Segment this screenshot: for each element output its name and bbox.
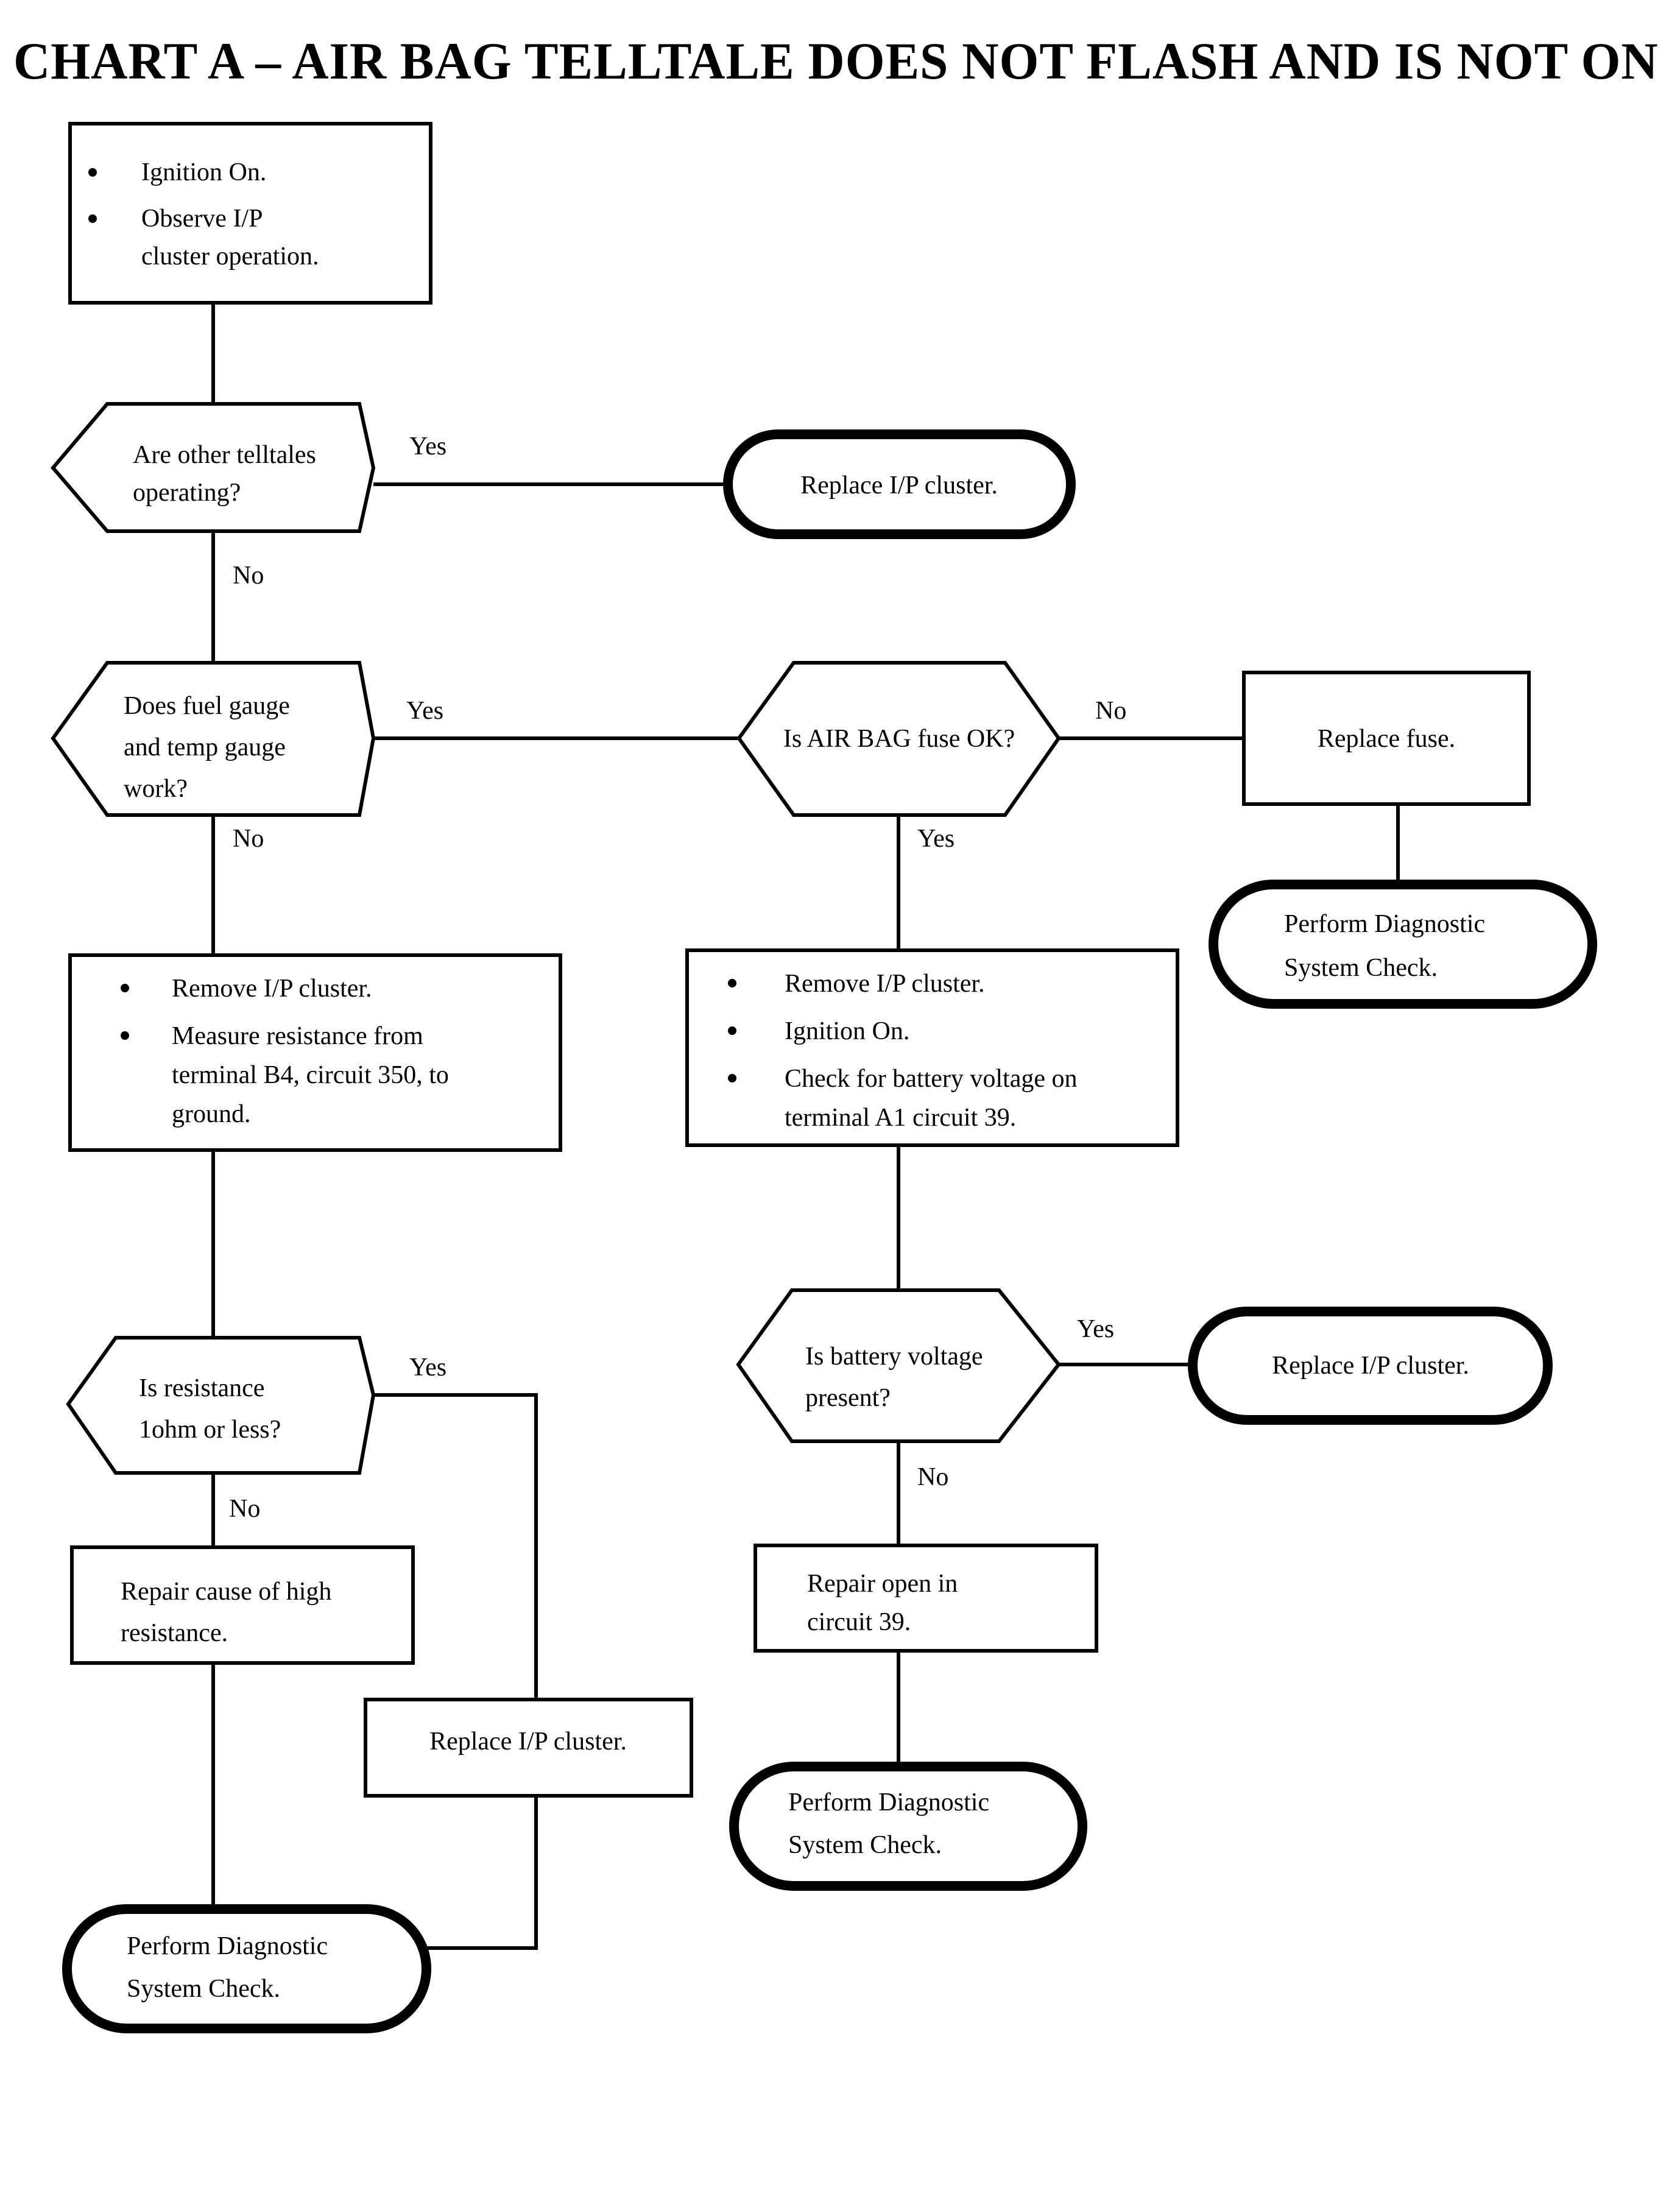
node-is-resistance-1ohm-or-less[interactable]: Is resistance 1ohm or less? <box>66 1336 376 1475</box>
bullet-icon <box>728 1026 736 1035</box>
node-line: ground. <box>172 1100 251 1128</box>
process-box <box>1242 671 1531 806</box>
node-line: System Check. <box>1284 954 1438 982</box>
node-line: Ignition On. <box>141 158 266 186</box>
node-line: Repair open in <box>807 1570 958 1598</box>
edge-label-no-5: No <box>917 1463 948 1491</box>
node-line: Replace I/P cluster. <box>800 471 998 500</box>
node-are-other-telltales-operating[interactable]: Are other telltales operating? <box>51 402 376 533</box>
node-line: and temp gauge <box>124 733 286 761</box>
decision-hexagon <box>51 661 376 817</box>
node-perform-diagnostic-system-check-2[interactable]: Perform Diagnostic System Check. <box>729 1762 1087 1891</box>
edge-label-yes-1: Yes <box>409 432 446 461</box>
bullet-icon <box>121 1031 129 1040</box>
bullet-icon <box>88 214 97 223</box>
node-line: Perform Diagnostic <box>788 1788 989 1816</box>
node-line: Is AIR BAG fuse OK? <box>783 725 1015 753</box>
decision-hexagon <box>51 402 376 533</box>
edge-label-no-1: No <box>233 562 264 590</box>
node-is-battery-voltage-present[interactable]: Is battery voltage present? <box>736 1288 1061 1443</box>
node-is-air-bag-fuse-ok[interactable]: Is AIR BAG fuse OK? <box>736 661 1061 817</box>
bullet-icon <box>728 979 736 987</box>
process-box <box>68 122 432 305</box>
edge-label-yes-4: Yes <box>409 1354 446 1382</box>
edge-label-no-4: No <box>229 1495 260 1523</box>
bullet-icon <box>88 168 97 177</box>
node-replace-ip-cluster-3[interactable]: Replace I/P cluster. <box>364 1698 693 1798</box>
node-line: Replace fuse. <box>1318 725 1455 753</box>
node-replace-ip-cluster-1[interactable]: Replace I/P cluster. <box>723 429 1076 539</box>
decision-hexagon <box>736 661 1061 817</box>
node-line: terminal A1 circuit 39. <box>785 1104 1016 1132</box>
terminator-shape <box>1188 1307 1553 1425</box>
node-repair-open-circuit-39[interactable]: Repair open in circuit 39. <box>754 1544 1098 1653</box>
edge-label-yes-3: Yes <box>917 825 955 853</box>
node-line: Ignition On. <box>785 1017 909 1045</box>
node-line: 1ohm or less? <box>139 1416 281 1444</box>
node-line: Is battery voltage <box>805 1343 983 1371</box>
node-line: System Check. <box>788 1831 942 1859</box>
node-perform-diagnostic-system-check-1[interactable]: Perform Diagnostic System Check. <box>1209 880 1597 1009</box>
terminator-shape <box>62 1904 431 2033</box>
page-title: CHART A – AIR BAG TELLTALE DOES NOT FLAS… <box>13 32 1659 90</box>
terminator-shape <box>1209 880 1597 1009</box>
process-box <box>68 953 562 1152</box>
node-line: Measure resistance from <box>172 1022 423 1050</box>
edge-label-no-3: No <box>1095 697 1126 725</box>
connector-layer <box>211 303 1400 1950</box>
node-line: Replace I/P cluster. <box>1272 1352 1469 1380</box>
node-replace-fuse[interactable]: Replace fuse. <box>1242 671 1531 806</box>
node-line: circuit 39. <box>807 1608 911 1636</box>
process-box <box>685 948 1179 1147</box>
node-repair-high-resistance[interactable]: Repair cause of high resistance. <box>70 1545 415 1665</box>
node-line: Does fuel gauge <box>124 692 290 720</box>
node-line: Perform Diagnostic <box>127 1932 328 1960</box>
edge-label-yes-2: Yes <box>406 697 443 725</box>
process-box <box>754 1544 1098 1653</box>
node-perform-diagnostic-system-check-3[interactable]: Perform Diagnostic System Check. <box>62 1904 431 2033</box>
edge-label-no-2: No <box>233 825 264 853</box>
decision-hexagon <box>66 1336 376 1475</box>
node-line: Repair cause of high <box>121 1578 331 1606</box>
terminator-shape <box>723 429 1076 539</box>
node-line: cluster operation. <box>141 242 319 270</box>
bullet-icon <box>121 984 129 992</box>
node-check-battery-voltage[interactable]: Remove I/P cluster. Ignition On. Check f… <box>685 948 1179 1147</box>
terminator-shape <box>729 1762 1087 1891</box>
node-measure-resistance[interactable]: Remove I/P cluster. Measure resistance f… <box>68 953 562 1152</box>
connector-n10-n15 <box>373 1393 538 1950</box>
node-line: Remove I/P cluster. <box>172 975 372 1003</box>
node-line: terminal B4, circuit 350, to <box>172 1061 449 1089</box>
node-line: operating? <box>133 479 241 507</box>
bullet-icon <box>728 1074 736 1082</box>
node-ignition-observe[interactable]: Ignition On. Observe I/P cluster operati… <box>68 122 432 305</box>
node-line: Is resistance <box>139 1374 264 1402</box>
process-box <box>70 1545 415 1665</box>
node-line: Remove I/P cluster. <box>785 970 985 998</box>
node-does-fuel-gauge-work[interactable]: Does fuel gauge and temp gauge work? <box>51 661 376 817</box>
node-line: System Check. <box>127 1975 280 2003</box>
decision-hexagon <box>736 1288 1061 1443</box>
node-line: Replace I/P cluster. <box>429 1728 627 1756</box>
node-line: Observe I/P <box>141 205 263 233</box>
node-line: present? <box>805 1384 891 1412</box>
node-line: Perform Diagnostic <box>1284 910 1485 938</box>
node-line: Check for battery voltage on <box>785 1065 1078 1093</box>
node-line: resistance. <box>121 1619 228 1647</box>
node-line: Are other telltales <box>133 441 316 469</box>
edge-label-yes-5: Yes <box>1077 1315 1114 1343</box>
node-replace-ip-cluster-2[interactable]: Replace I/P cluster. <box>1188 1307 1553 1425</box>
process-box <box>364 1698 693 1798</box>
node-line: work? <box>124 775 188 803</box>
